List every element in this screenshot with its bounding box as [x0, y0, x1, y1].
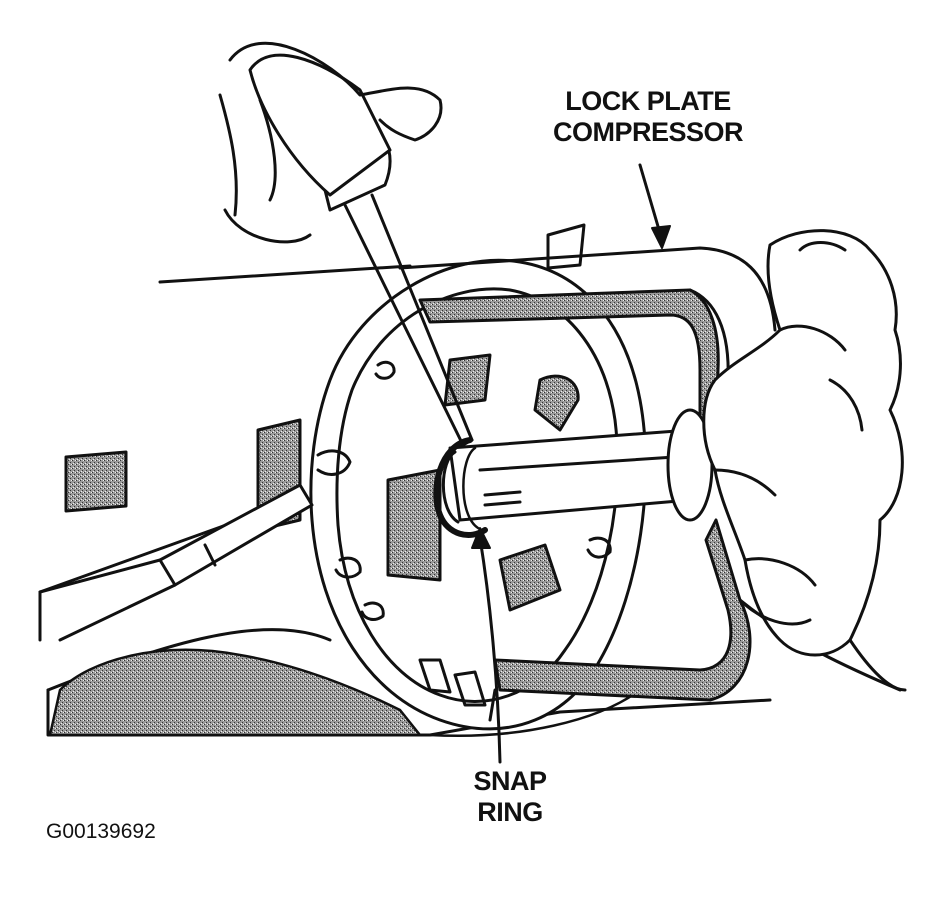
snap-ring-label: SNAP RING [455, 766, 565, 828]
lock-plate-compressor-label-line1: LOCK PLATE [565, 86, 731, 116]
lock-plate-compressor-label: LOCK PLATE COMPRESSOR [548, 86, 748, 148]
snap-ring-label-line2: RING [477, 797, 543, 827]
leader-lines [471, 163, 671, 764]
snap-ring [433, 437, 488, 538]
lock-plate-compressor-label-line2: COMPRESSOR [552, 117, 744, 147]
transmission-case [38, 264, 772, 737]
snap-ring-label-line1: SNAP [473, 766, 547, 796]
compressor-shaft [441, 408, 714, 530]
right-hand [702, 229, 907, 692]
lower-tool [38, 483, 314, 642]
figure-id: G00139692 [46, 820, 156, 843]
left-hand [223, 41, 443, 244]
